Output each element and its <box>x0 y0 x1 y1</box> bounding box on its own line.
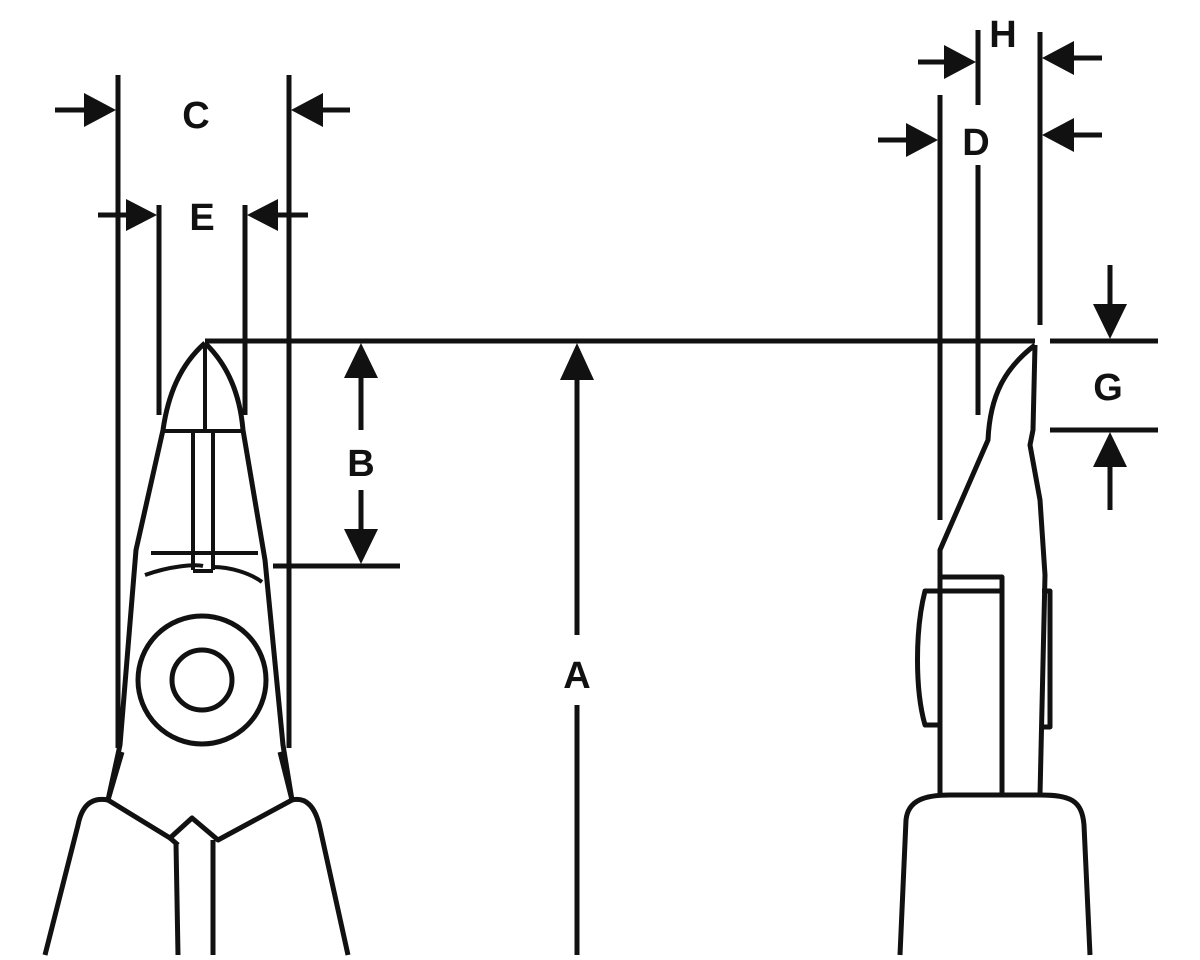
dimension-e: E <box>98 197 308 415</box>
left-handle <box>42 796 109 956</box>
side-jaw-back <box>1027 344 1048 796</box>
label-a: A <box>563 655 590 697</box>
dimension-b: B <box>273 343 400 569</box>
jaw-outline-right <box>203 341 295 801</box>
label-e: E <box>189 197 214 239</box>
g-arrow-up-head <box>1093 432 1127 467</box>
left-handle-inner <box>173 842 181 956</box>
dimension-d: D <box>878 95 1102 520</box>
c-arrow-left-head <box>84 93 116 127</box>
jaw-base-curve-right <box>212 565 264 584</box>
label-d: D <box>962 122 989 164</box>
label-c: C <box>182 95 209 137</box>
joint-lines <box>105 751 295 843</box>
jaw-base-curve <box>144 563 204 577</box>
pivot-outer-circle <box>135 613 269 747</box>
e-arrow-right-head <box>247 199 278 231</box>
c-arrow-right-head <box>291 93 323 127</box>
d-arrow-right-head <box>1042 118 1074 152</box>
e-arrow-left-head <box>126 199 157 231</box>
g-arrow-down-head <box>1093 304 1127 339</box>
label-b: B <box>347 443 374 485</box>
b-arrow-down-head <box>344 529 378 564</box>
pliers-side-view <box>897 343 1093 956</box>
side-pivot-cap-left <box>915 588 940 728</box>
dimension-g: G <box>1050 265 1158 510</box>
label-g: G <box>1093 367 1123 409</box>
dimension-c: C <box>55 75 350 748</box>
jaw-outline <box>105 341 207 801</box>
h-arrow-left-head <box>944 45 976 79</box>
pliers-front-view <box>42 341 351 956</box>
side-jaw-profile <box>937 343 1037 795</box>
side-handle <box>897 792 1093 956</box>
pivot-inner-circle <box>169 647 235 713</box>
a-arrow-up-head <box>560 343 594 380</box>
h-arrow-right-head <box>1042 41 1074 75</box>
right-handle <box>291 796 351 956</box>
d-arrow-left-head <box>906 123 938 157</box>
dimension-h: H <box>918 14 1102 325</box>
side-pivot-cap-right <box>1040 588 1053 730</box>
dimension-a: A <box>560 343 594 955</box>
b-arrow-up-head <box>344 343 378 378</box>
side-head-block <box>940 574 1005 795</box>
label-h: H <box>989 14 1016 56</box>
